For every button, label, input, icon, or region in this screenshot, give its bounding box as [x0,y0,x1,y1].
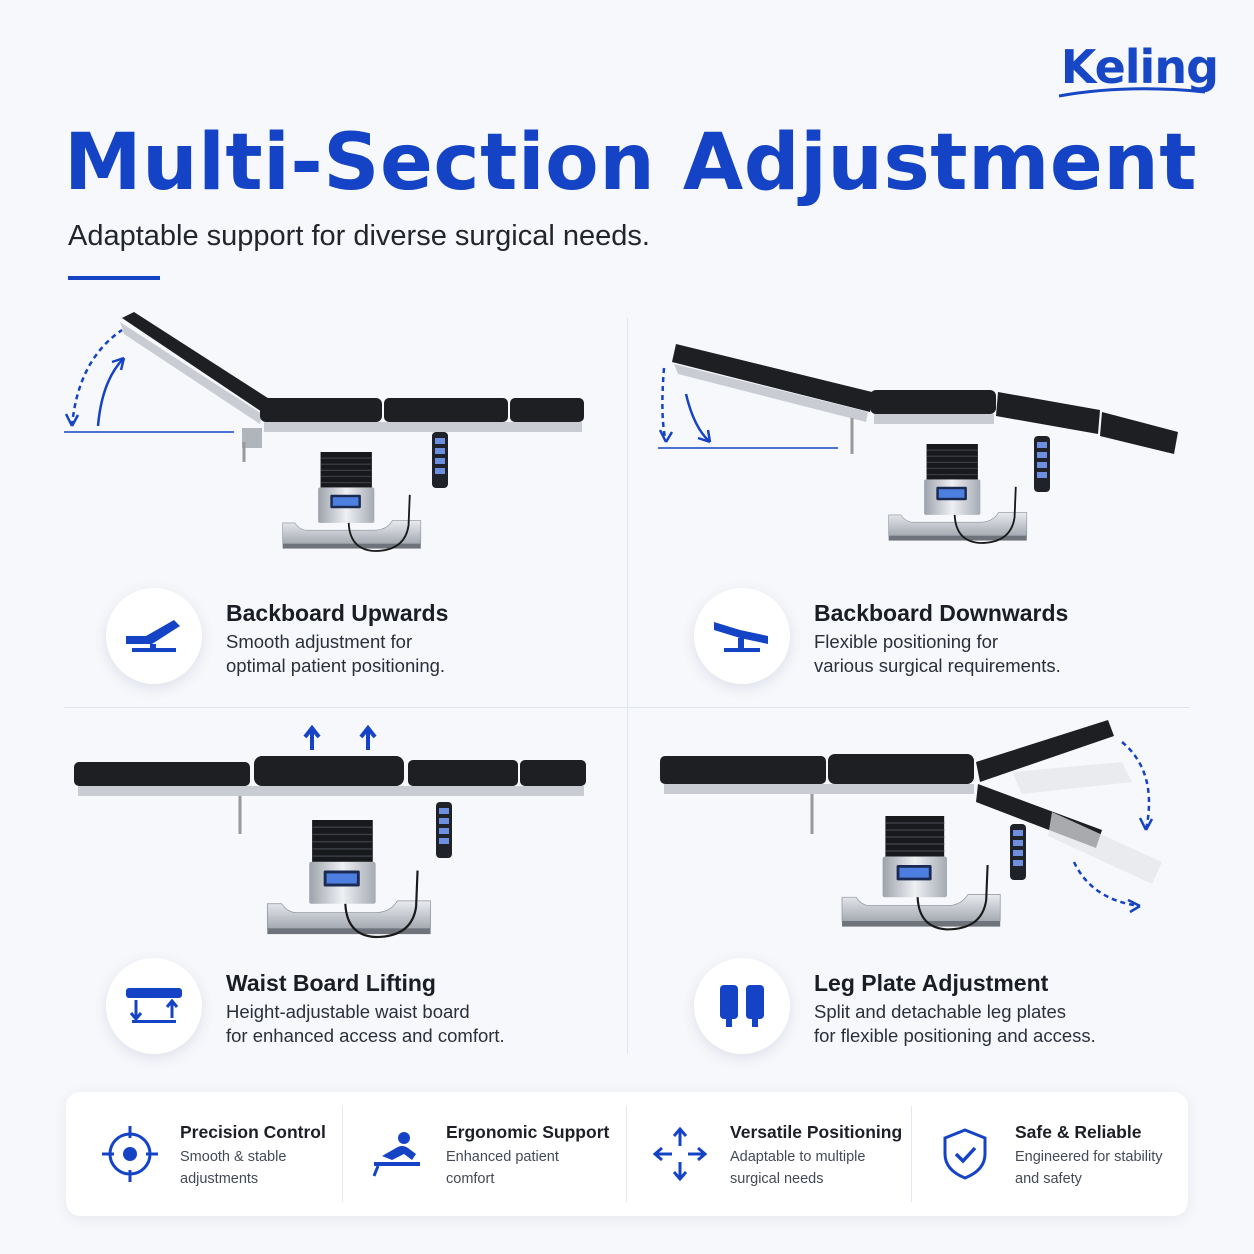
highlight-item: Versatile Positioning Adaptable to multi… [616,1092,902,1216]
grid-divider-vertical [627,318,628,1054]
table-illustration-backboard-down [658,344,1178,545]
table-illustration-backboard-up [64,312,584,553]
move-arrows-icon [652,1126,708,1182]
feature-desc-line: Split and detachable leg plates [814,1001,1066,1022]
highlights-bar: Precision Control Smooth & stable adjust… [66,1092,1188,1216]
feature-description: Flexible positioning for various surgica… [814,630,1134,678]
highlight-desc-line: surgical needs [730,1171,824,1187]
highlight-desc-line: comfort [446,1171,495,1187]
highlight-desc-line: adjustments [180,1171,259,1187]
highlight-title: Ergonomic Support [446,1122,610,1142]
grid-divider-horizontal [64,707,1190,708]
feature-desc-line: for flexible positioning and access. [814,1025,1096,1046]
feature-desc-line: various surgical requirements. [814,655,1061,676]
feature-title: Leg Plate Adjustment [814,970,1049,996]
feature-desc-line: Smooth adjustment for [226,631,413,652]
brand-logo-text: Keling [1060,40,1219,94]
feature-panel-leg-plate: Leg Plate Adjustment Split and detachabl… [652,712,1212,1092]
highlight-divider [911,1106,912,1202]
feature-desc-line: Height-adjustable waist board [226,1001,470,1022]
feature-panel-backboard-up: Backboard Upwards Smooth adjustment for … [64,308,624,688]
feature-panel-waist-board: Waist Board Lifting Height-adjustable wa… [64,722,624,1102]
highlight-desc-line: Engineered for stability [1015,1149,1163,1165]
highlight-desc-line: Enhanced patient [446,1149,559,1165]
highlight-description: Smooth & stable adjustments [180,1146,340,1190]
backboard-down-icon [694,588,790,684]
highlight-description: Engineered for stability and safety [1015,1146,1175,1190]
feature-description: Smooth adjustment for optimal patient po… [226,630,546,678]
brand-logo: Keling [1058,40,1219,98]
page-title: Multi-Section Adjustment [64,118,1198,208]
feature-title: Backboard Downwards [814,600,1069,626]
logo-swoosh-icon [1058,87,1205,98]
table-illustration-waist-board [74,724,586,939]
shield-check-icon [943,1128,987,1180]
leg-plate-icon [694,958,790,1054]
patient-support-icon [372,1132,420,1177]
feature-panel-backboard-down: Backboard Downwards Flexible positioning… [652,308,1212,688]
feature-desc-line: Flexible positioning for [814,631,999,652]
highlight-title: Versatile Positioning [730,1122,903,1142]
feature-title: Waist Board Lifting [226,970,436,996]
backboard-up-icon [106,588,202,684]
highlight-item: Safe & Reliable Engineered for stability… [901,1092,1181,1216]
highlight-description: Adaptable to multiple surgical needs [730,1146,890,1190]
title-accent-bar [68,276,160,280]
feature-desc-line: optimal patient positioning. [226,655,446,676]
page-subtitle: Adaptable support for diverse surgical n… [68,220,650,252]
feature-title: Backboard Upwards [226,600,449,626]
waist-board-lift-icon [106,958,202,1054]
highlight-divider [626,1106,627,1202]
highlight-desc-line: Smooth & stable [180,1149,287,1165]
highlight-description: Enhanced patient comfort [446,1146,606,1190]
table-illustration-leg-plate [660,720,1162,931]
highlight-item: Ergonomic Support Enhanced patient comfo… [332,1092,612,1216]
highlight-item: Precision Control Smooth & stable adjust… [66,1092,346,1216]
highlight-divider [342,1106,343,1202]
highlight-desc-line: Adaptable to multiple [730,1149,866,1165]
feature-desc-line: for enhanced access and comfort. [226,1025,505,1046]
feature-description: Split and detachable leg plates for flex… [814,1000,1134,1048]
feature-description: Height-adjustable waist board for enhanc… [226,1000,546,1048]
highlight-title: Precision Control [180,1122,326,1142]
crosshair-icon [102,1126,158,1182]
highlight-title: Safe & Reliable [1015,1122,1142,1142]
highlight-desc-line: and safety [1015,1171,1082,1187]
